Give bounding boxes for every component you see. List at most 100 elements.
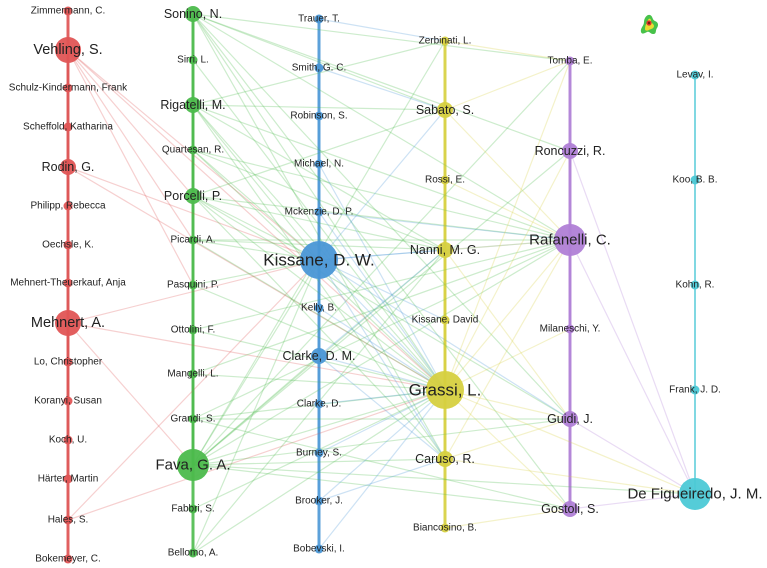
- node-clarkedm[interactable]: [311, 348, 327, 364]
- node-sonino[interactable]: [185, 6, 201, 22]
- node-label-michael: Michael, N.: [294, 159, 344, 170]
- node-defigueiredo[interactable]: [679, 478, 711, 510]
- node-label-bobevski: Bobevski, I.: [293, 544, 345, 555]
- node-sabato[interactable]: [437, 102, 453, 118]
- node-vehling[interactable]: [55, 37, 81, 63]
- node-ottolini[interactable]: [188, 325, 198, 335]
- edge-sonino-caruso: [192, 13, 446, 460]
- node-clarked[interactable]: [314, 399, 324, 409]
- node-rafanelli[interactable]: [554, 224, 586, 256]
- node-caruso[interactable]: [437, 451, 453, 467]
- node-bobevski[interactable]: [314, 544, 324, 554]
- node-roncuzzi[interactable]: [562, 143, 578, 159]
- node-biancosino[interactable]: [440, 523, 450, 533]
- node-burney[interactable]: [314, 448, 324, 458]
- node-mehnert[interactable]: [55, 310, 81, 336]
- node-mckenzie[interactable]: [314, 207, 324, 217]
- node-philipp[interactable]: [63, 201, 73, 211]
- node-mangelli[interactable]: [188, 369, 198, 379]
- edge-vehling-picardi: [67, 49, 194, 241]
- node-kelly[interactable]: [314, 303, 324, 313]
- node-kohn[interactable]: [690, 280, 700, 290]
- node-lo[interactable]: [63, 357, 73, 367]
- node-fava[interactable]: [177, 449, 209, 481]
- edge-bobevski-grassi: [318, 389, 446, 550]
- node-label-grandi: Grandi, S.: [170, 414, 215, 425]
- node-fabbri[interactable]: [188, 504, 198, 514]
- heatmap-toggle-icon[interactable]: [638, 10, 662, 36]
- node-label-kissanedavid: Kissane, David: [412, 315, 479, 326]
- node-schulz[interactable]: [63, 83, 73, 93]
- node-harter[interactable]: [63, 474, 73, 484]
- node-robinson[interactable]: [314, 111, 324, 121]
- edge-quartesan-rafanelli: [192, 149, 571, 241]
- node-picardi[interactable]: [188, 235, 198, 245]
- edge-grandi-gostoli: [192, 418, 571, 510]
- edge-fava-tomba: [192, 60, 571, 466]
- node-gostoli[interactable]: [562, 501, 578, 517]
- node-brooker[interactable]: [314, 496, 324, 506]
- node-smith[interactable]: [314, 63, 324, 73]
- node-label-bokemeyer: Bokemeyer, C.: [35, 554, 101, 565]
- node-scheffold[interactable]: [63, 122, 73, 132]
- node-mehnertth[interactable]: [63, 278, 73, 288]
- node-kissanedavid[interactable]: [440, 315, 450, 325]
- node-label-kelly: Kelly, B.: [301, 303, 337, 314]
- node-oechsle[interactable]: [63, 240, 73, 250]
- node-rigatelli[interactable]: [185, 97, 201, 113]
- node-pasquini[interactable]: [188, 280, 198, 290]
- node-label-defigueiredo: De Figueiredo, J. M.: [627, 486, 762, 503]
- node-hales[interactable]: [63, 515, 73, 525]
- node-trauer[interactable]: [314, 14, 324, 24]
- node-quartesan[interactable]: [188, 145, 198, 155]
- edge-biancosino-gostoli: [444, 508, 571, 529]
- node-sirri[interactable]: [188, 55, 198, 65]
- edge-hales-kissanedw: [67, 259, 320, 521]
- node-grassi[interactable]: [426, 371, 464, 409]
- node-label-kohn: Kohn, R.: [676, 280, 715, 291]
- node-porcelli[interactable]: [185, 188, 201, 204]
- edge-fava-guidi: [192, 418, 571, 466]
- node-koch[interactable]: [63, 435, 73, 445]
- edge-sonino-tomba: [192, 13, 571, 62]
- node-label-harter: Härter, Martin: [38, 474, 99, 485]
- node-zerbinati[interactable]: [440, 36, 450, 46]
- node-label-zimmermann: Zimmermann, C.: [31, 6, 105, 17]
- edge-clarked-grassi: [318, 389, 446, 405]
- edge-trauer-zerbinati: [318, 18, 446, 42]
- edge-pasquini-grassi: [192, 284, 446, 391]
- edge-rigatelli-nanni: [192, 104, 446, 251]
- node-rodin[interactable]: [60, 159, 76, 175]
- node-label-brooker: Brooker, J.: [295, 496, 343, 507]
- node-michael[interactable]: [314, 159, 324, 169]
- edge-hales-grassi: [67, 389, 446, 521]
- node-milaneschi[interactable]: [565, 324, 575, 334]
- node-grandi[interactable]: [188, 414, 198, 424]
- edge-kissanedw-nanni: [318, 249, 446, 261]
- node-tomba[interactable]: [565, 56, 575, 66]
- edge-rigatelli-sabato: [192, 104, 446, 111]
- edge-bellomo-kissanedw: [192, 259, 320, 554]
- node-frank[interactable]: [690, 385, 700, 395]
- node-koranyi[interactable]: [63, 396, 73, 406]
- edge-smith-sabato: [318, 67, 446, 111]
- node-bellomo[interactable]: [188, 548, 198, 558]
- edge-burney-grassi: [318, 389, 446, 454]
- node-bokemeyer[interactable]: [63, 554, 73, 564]
- node-guidi[interactable]: [562, 411, 578, 427]
- edge-quartesan-kissanedw: [192, 149, 320, 261]
- edge-fava-clarkedm: [192, 355, 320, 466]
- node-label-vehling: Vehling, S.: [33, 42, 102, 58]
- node-zimmermann[interactable]: [63, 6, 73, 16]
- node-nanni[interactable]: [437, 242, 453, 258]
- node-label-lo: Lo, Christopher: [34, 357, 103, 368]
- node-koo[interactable]: [690, 175, 700, 185]
- node-rossi[interactable]: [440, 175, 450, 185]
- node-label-burney: Burney, S.: [296, 448, 342, 459]
- edge-mehnert-kissanedw: [67, 259, 320, 324]
- node-label-rodin: Rodin, G.: [42, 160, 95, 174]
- node-levav[interactable]: [690, 70, 700, 80]
- node-label-mehnert: Mehnert, A.: [31, 315, 105, 331]
- node-kissanedw[interactable]: [300, 241, 338, 279]
